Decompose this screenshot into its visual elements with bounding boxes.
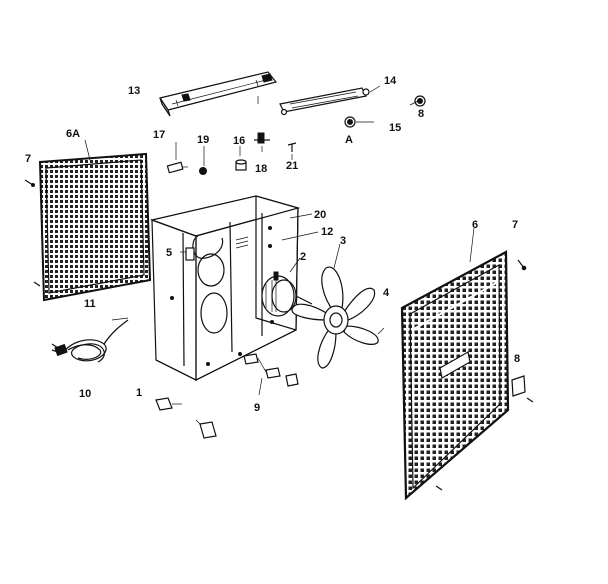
screw-parts — [24, 179, 534, 491]
label-13: 13 — [128, 85, 140, 97]
label-8-right: 8 — [514, 353, 520, 365]
label-15: 15 — [389, 122, 401, 134]
label-16: 16 — [233, 135, 245, 147]
label-10: 10 — [79, 388, 91, 400]
label-3: 3 — [340, 235, 346, 247]
decal-part — [511, 375, 526, 397]
label-11: 11 — [84, 298, 96, 310]
top-cover-part — [159, 71, 278, 117]
label-18: 18 — [255, 163, 267, 175]
label-12: 12 — [321, 226, 333, 238]
left-grille-6a — [38, 152, 152, 302]
switch-small-parts — [166, 132, 297, 175]
label-20: 20 — [314, 209, 326, 221]
label-6: 6 — [472, 219, 478, 231]
label-9: 9 — [254, 402, 260, 414]
label-4: 4 — [383, 287, 390, 299]
label-a: A — [345, 134, 353, 146]
label-2: 2 — [300, 251, 306, 263]
leader-lines — [84, 85, 475, 396]
label-14: 14 — [384, 75, 397, 87]
label-8-top: 8 — [418, 108, 424, 120]
callout-labels: 1 2 3 4 5 6 6A 7 7 8 8 9 10 11 12 13 14 … — [25, 75, 520, 414]
label-21: 21 — [286, 160, 298, 172]
motor-part — [261, 271, 313, 317]
label-7-right: 7 — [512, 219, 518, 231]
label-17: 17 — [153, 129, 165, 141]
feet-parts — [155, 353, 299, 439]
label-5: 5 — [166, 247, 172, 259]
control-knobs — [344, 95, 426, 128]
control-bar-part — [279, 87, 370, 116]
right-grille-6 — [400, 250, 510, 501]
power-cord-part — [51, 317, 129, 363]
label-6a: 6A — [66, 128, 80, 140]
fan-blade-part — [291, 266, 385, 369]
label-19: 19 — [197, 134, 209, 146]
label-1: 1 — [136, 387, 142, 399]
label-7-left: 7 — [25, 153, 31, 165]
